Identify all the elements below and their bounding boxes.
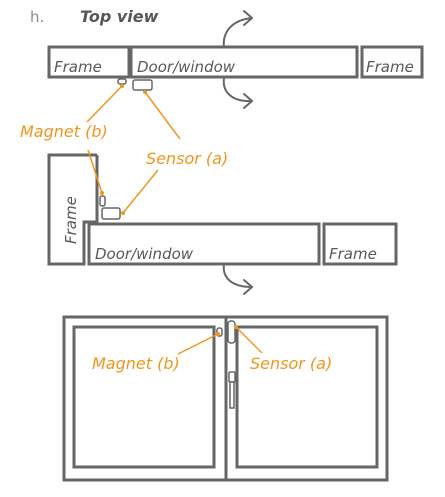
sensor-device-3 (227, 320, 236, 344)
frame-right-label-2: Frame (329, 245, 377, 263)
sensor-leader (144, 91, 181, 140)
door-window-label: Door/window (137, 58, 236, 76)
door-window-box-2 (87, 222, 321, 266)
opening-arrow-corner (222, 263, 253, 288)
arrow-head-corner (243, 279, 253, 295)
door-window-label-2: Door/window (95, 245, 194, 263)
frame-right-box (360, 45, 424, 79)
frame-left-box (47, 45, 131, 79)
section-corner-view: Frame Door/window Frame (47, 149, 398, 295)
diagram-title: Top view (80, 7, 159, 26)
sensor-leader-2 (122, 169, 159, 214)
sensor-label: Sensor (a) (146, 149, 228, 168)
magnet-label-3: Magnet (b) (92, 354, 180, 373)
arrow-head-up (243, 10, 253, 26)
door-window-box (129, 45, 359, 79)
opening-arrow-up (222, 17, 253, 49)
magnet-leader-3 (177, 333, 219, 355)
sensor-device-2 (101, 207, 121, 220)
vertical-frame (47, 153, 99, 266)
magnet-leader (86, 85, 123, 123)
section-top-view: Frame Door/window Frame Magnet (b) Senso… (20, 10, 424, 168)
sensor-device (132, 79, 153, 91)
section-front-view: Magnet (b) Sensor (a) (62, 315, 389, 482)
frame-right-box-2 (322, 222, 398, 266)
sensor-leader-dot-2 (121, 211, 125, 215)
magnet-leader-dot-2 (100, 191, 104, 195)
magnet-label: Magnet (b) (20, 122, 108, 141)
opening-arrow-down (222, 77, 253, 103)
window-handle (228, 371, 236, 383)
magnet-leader-2 (87, 149, 103, 194)
frame-left-label: Frame (54, 58, 102, 76)
sensor-leader-dot (143, 90, 147, 94)
magnet-leader-dot-3 (216, 332, 220, 336)
vertical-frame-label: Frame (62, 196, 80, 244)
frame-right-label: Frame (366, 58, 414, 76)
magnet-leader-dot (120, 84, 124, 88)
sensor-leader-dot-3 (234, 325, 238, 329)
sensor-label-3: Sensor (a) (250, 354, 332, 373)
arrow-head-down (243, 93, 253, 109)
magnet-device-2 (99, 195, 106, 207)
window-handle-grip (229, 381, 235, 409)
step-letter: h. (30, 8, 44, 26)
magnet-device (117, 78, 127, 85)
sensor-leader-3 (235, 326, 263, 354)
window-left-sash (72, 325, 216, 469)
